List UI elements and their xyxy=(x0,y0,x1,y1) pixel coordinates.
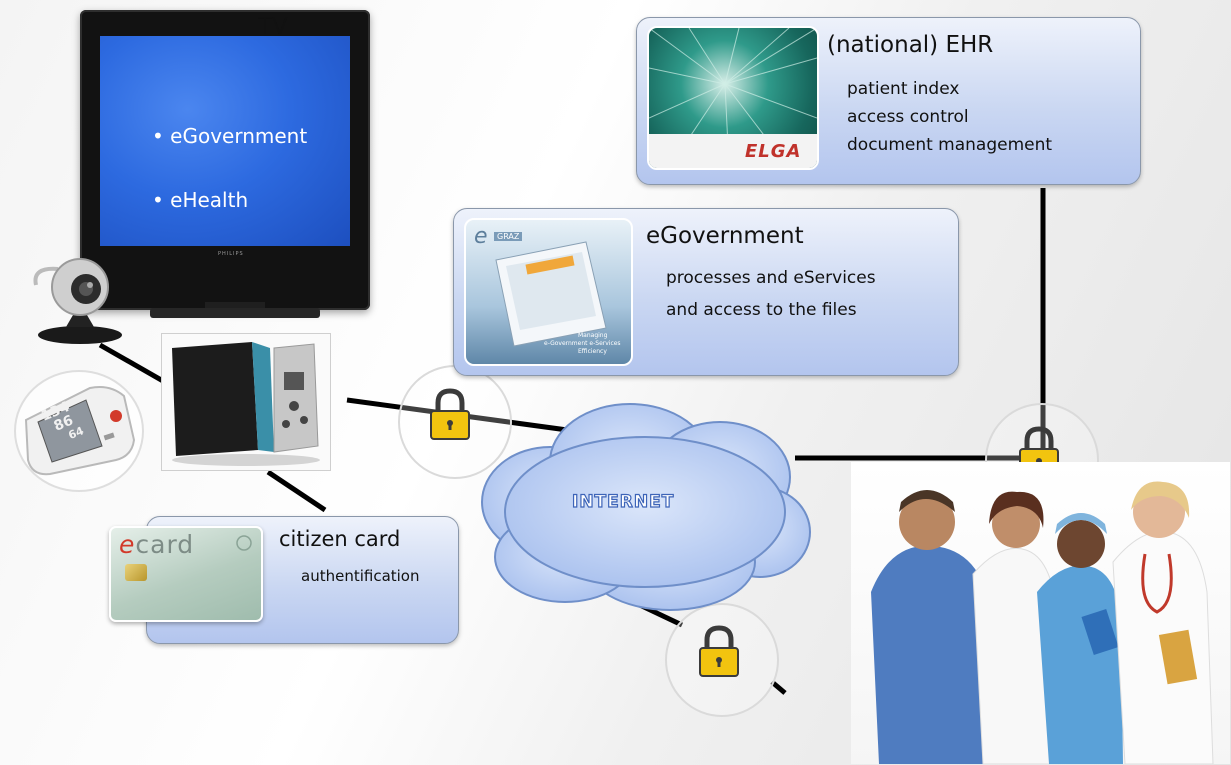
tv-screen: • eGovernment • eHealth xyxy=(100,36,350,246)
ecard-icon: ecard xyxy=(109,526,263,622)
ehr-line-document-management: document management xyxy=(847,135,1053,155)
line-webcam-box xyxy=(98,342,172,388)
elga-radial-pattern xyxy=(649,28,817,168)
tv-brand: PHILIPS xyxy=(218,251,244,257)
set-top-box-photo xyxy=(161,333,331,471)
cloud-icon xyxy=(481,403,811,611)
egov-thumb-managing: Managing xyxy=(578,332,608,339)
ehr-title: (national) EHR xyxy=(827,32,994,58)
ehr-box: ELGA (national) EHR patient index access… xyxy=(636,17,1141,185)
medical-staff-illustration xyxy=(871,481,1214,764)
line-internet-doctors-2 xyxy=(770,680,787,695)
tv-base xyxy=(150,308,320,318)
egovernment-box: e GRAZ Managing e-Government e-Services … xyxy=(453,208,959,376)
internet-label: INTERNET xyxy=(571,491,675,512)
tv-label: TV xyxy=(258,14,288,40)
padlock-icon xyxy=(699,625,739,677)
ehr-line-patient-index: patient index xyxy=(847,79,960,99)
ehr-line-access-control: access control xyxy=(847,107,969,127)
set-top-box-icon xyxy=(172,342,320,466)
ecard-emblem-icon xyxy=(236,535,252,551)
ecard-brand-prefix: e xyxy=(119,530,136,559)
egov-thumbnail: e GRAZ Managing e-Government e-Services … xyxy=(464,218,633,366)
line-box-card xyxy=(266,469,327,513)
padlock-icon xyxy=(430,388,470,440)
laptop-icon xyxy=(495,241,607,347)
citizen-card-title: citizen card xyxy=(279,527,401,551)
webcam-icon xyxy=(33,258,122,344)
citizen-card-line-authentification: authentification xyxy=(301,567,420,585)
egov-line-access-files: and access to the files xyxy=(666,300,857,320)
tv-item-egovernment: • eGovernment xyxy=(152,124,308,148)
egov-thumb-graz: GRAZ xyxy=(494,232,523,241)
tv-item-ehealth: • eHealth xyxy=(152,188,249,212)
ecard-brand-name: card xyxy=(135,530,195,559)
blood-pressure-monitor-icon xyxy=(24,386,136,476)
elga-logo-tile: ELGA xyxy=(647,26,819,170)
egov-title: eGovernment xyxy=(646,223,804,249)
elga-logo-text: ELGA xyxy=(745,141,802,162)
egov-thumb-e: e xyxy=(474,224,488,249)
egov-thumb-efficiency: Efficiency xyxy=(578,348,607,355)
ecard-chip xyxy=(125,564,147,581)
medical-staff-photo xyxy=(851,462,1230,764)
egov-line-processes: processes and eServices xyxy=(666,268,876,288)
ecard-brand: ecard xyxy=(119,530,194,559)
egov-thumb-services: e-Government e-Services xyxy=(544,340,621,347)
